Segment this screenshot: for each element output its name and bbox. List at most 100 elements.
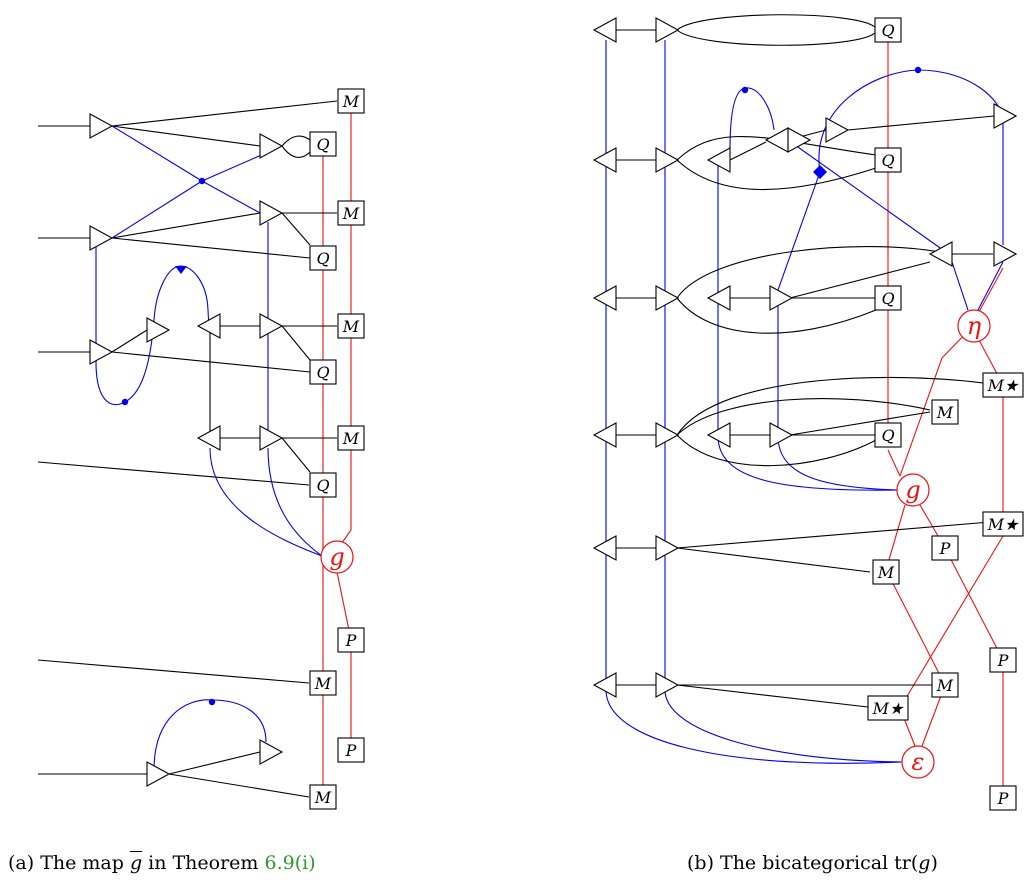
right-triangle [259, 133, 284, 159]
box-P-label: P [997, 789, 1009, 808]
right-triangle [655, 422, 680, 448]
box-M-box [337, 425, 365, 451]
box-M-box [309, 670, 337, 696]
right-triangle [655, 147, 680, 173]
caption-b-symbol: g [918, 852, 931, 874]
caption-b: (b) The bicategorical tr(g) [687, 852, 938, 874]
node-epsilon-label: ε [912, 748, 925, 776]
string [209, 447, 323, 557]
right-triangle [655, 535, 680, 561]
box-Q-label: Q [316, 135, 329, 154]
box-P-label: P [997, 651, 1009, 670]
right-triangle [769, 422, 794, 448]
left-triangle [592, 535, 617, 561]
node-g-label: g [905, 476, 920, 504]
string [676, 684, 869, 708]
box-Q-label: Q [881, 151, 894, 170]
node-g-circle [320, 540, 354, 574]
left-triangle [764, 127, 789, 153]
string [789, 261, 931, 299]
string [281, 135, 311, 147]
box-P-label: P [345, 741, 357, 760]
box-Q-box [874, 17, 902, 43]
left-triangle [706, 285, 731, 311]
string [281, 212, 311, 246]
box-Q-box [309, 131, 337, 157]
box-Q-label: Q [316, 363, 329, 382]
left-triangle [928, 241, 953, 267]
left-triangle [196, 313, 221, 339]
string [111, 125, 261, 147]
string [168, 751, 261, 775]
node-eta-label: η [967, 312, 982, 340]
box-M-box [872, 559, 900, 585]
box-M-box [337, 313, 365, 339]
string [777, 305, 901, 491]
left-triangle [592, 17, 617, 43]
string [676, 434, 877, 467]
box-P-box [989, 785, 1017, 811]
left-triangle [592, 285, 617, 311]
string [676, 14, 877, 31]
box-Q-label: Q [881, 21, 894, 40]
node-g-circle [896, 473, 930, 507]
theorem-reference-link[interactable]: 6.9(i) [264, 852, 316, 874]
box-Q-box [874, 147, 902, 173]
box-Q-box [309, 472, 337, 498]
right-triangle [259, 425, 284, 451]
box-M-box [337, 200, 365, 226]
string [789, 411, 931, 436]
string [664, 689, 903, 763]
string [951, 261, 969, 311]
left-triangle [196, 425, 221, 451]
string [605, 689, 903, 764]
box-P-box [989, 647, 1017, 673]
string [168, 773, 310, 798]
box-M-label: M [342, 317, 360, 336]
box-Mstar-label: M★ [987, 376, 1020, 395]
string [95, 246, 211, 406]
box-M-box [931, 399, 959, 425]
box-Mstar-label: M★ [987, 515, 1020, 534]
caption-a: (a) The map g in Theorem 6.9(i) [8, 852, 316, 874]
box-Mstar-box [982, 511, 1024, 537]
string [37, 461, 310, 486]
box-M-label: M [936, 676, 954, 695]
string [111, 180, 203, 239]
string [37, 659, 310, 684]
red-string [885, 569, 946, 686]
red-string [899, 357, 943, 477]
box-M-label: M [314, 788, 332, 807]
box-P-label: P [345, 631, 357, 650]
node-g-label: g [329, 543, 344, 571]
box-M-box [337, 88, 365, 114]
left-triangle [706, 422, 731, 448]
box-P-box [931, 535, 959, 561]
box-P-box [337, 737, 365, 763]
right-triangle [146, 317, 171, 343]
string [977, 261, 1004, 311]
box-M-box [931, 672, 959, 698]
caption-a-symbol: g [129, 852, 143, 874]
right-triangle [259, 739, 284, 765]
string [267, 447, 323, 557]
box-Q-box [874, 285, 902, 311]
red-string [885, 504, 906, 571]
string [153, 699, 267, 771]
box-Q-box [309, 359, 337, 385]
box-Mstar-box [982, 372, 1024, 398]
string [111, 125, 203, 182]
string [201, 180, 261, 214]
blue-node [121, 398, 129, 406]
right-triangle [146, 761, 171, 787]
blue-node [914, 66, 922, 74]
blue-crossing [813, 165, 827, 179]
right-triangle [769, 285, 794, 311]
string [729, 141, 767, 161]
node-epsilon-circle [901, 745, 935, 779]
string [676, 376, 991, 436]
right-triangle [655, 285, 680, 311]
string [111, 351, 311, 373]
